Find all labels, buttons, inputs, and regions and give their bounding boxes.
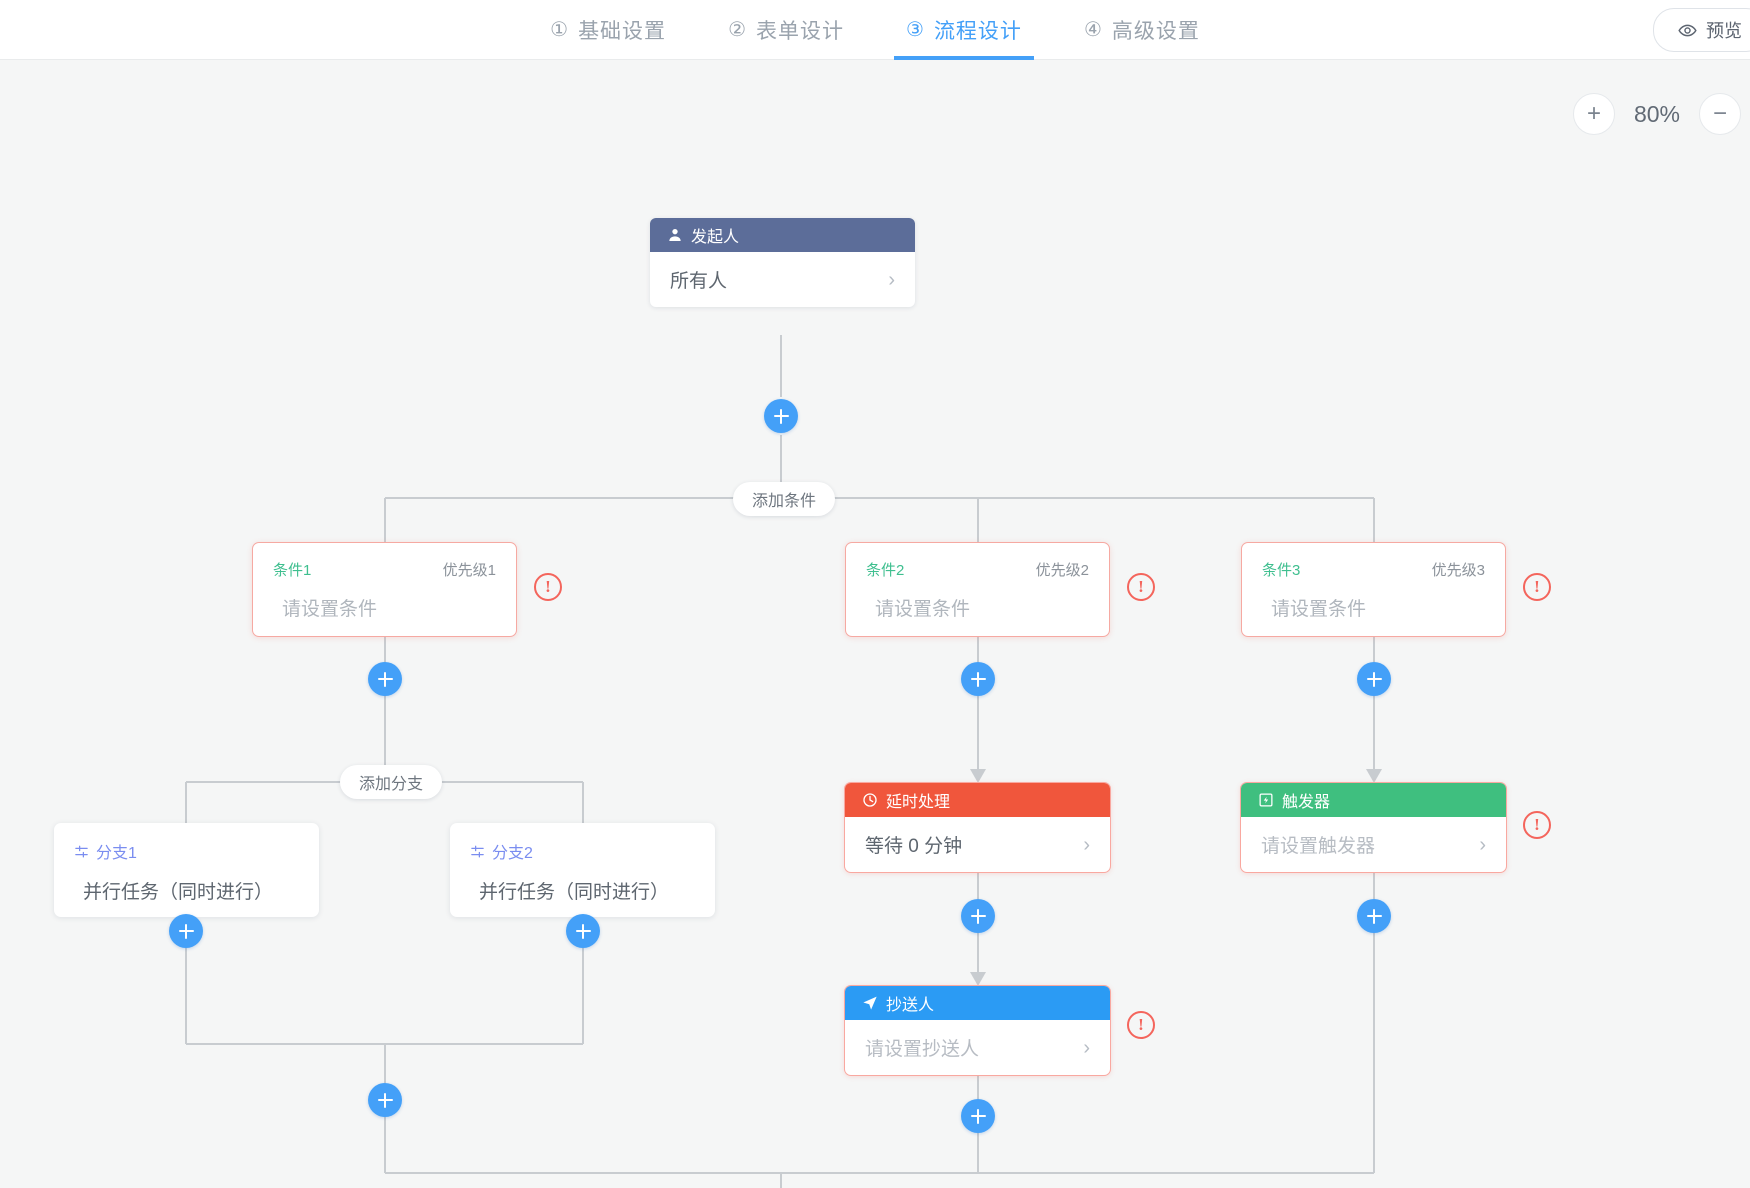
- branch-card-1[interactable]: 分支1 并行任务（同时进行）: [54, 823, 319, 917]
- trigger-icon: [1258, 792, 1274, 808]
- condition-card-2[interactable]: 条件2 优先级2 请设置条件: [845, 542, 1110, 637]
- initiator-node-body[interactable]: 所有人 ›: [650, 252, 915, 307]
- condition-card-3[interactable]: 条件3 优先级3 请设置条件: [1241, 542, 1506, 637]
- add-node-button-after-delay[interactable]: [961, 899, 995, 933]
- condition-1-error-badge[interactable]: !: [534, 573, 562, 601]
- cc-node-body[interactable]: 请设置抄送人 ›: [845, 1020, 1110, 1075]
- delay-node-body[interactable]: 等待 0 分钟 ›: [845, 817, 1110, 872]
- zoom-level: 80%: [1633, 100, 1681, 127]
- trigger-node-body[interactable]: 请设置触发器 ›: [1241, 817, 1506, 872]
- delay-node[interactable]: 延时处理 等待 0 分钟 ›: [845, 783, 1110, 872]
- chevron-right-icon: ›: [1083, 833, 1090, 856]
- initiator-node-title: 发起人: [691, 229, 740, 246]
- trigger-node[interactable]: 触发器 请设置触发器 ›: [1241, 783, 1506, 872]
- branch-icon: [74, 844, 89, 859]
- tab-label: 流程设计: [933, 19, 1022, 43]
- condition-label: 条件1: [273, 562, 312, 579]
- tab-number: ④: [1083, 19, 1103, 41]
- condition-card-3-head: 条件3 优先级3: [1262, 559, 1485, 580]
- tab-basic-settings[interactable]: ① 基础设置: [550, 0, 666, 60]
- add-node-button-condition-2[interactable]: [961, 662, 995, 696]
- header-actions: 预览 发布: [1653, 0, 1750, 60]
- trigger-node-title: 触发器: [1282, 794, 1331, 811]
- condition-text: 请设置条件: [1271, 599, 1367, 620]
- delay-node-header: 延时处理: [845, 783, 1110, 817]
- initiator-value: 所有人: [670, 271, 728, 292]
- preview-button[interactable]: 预览: [1653, 8, 1750, 52]
- tab-number: ③: [906, 19, 925, 41]
- branch-text: 并行任务（同时进行）: [479, 882, 670, 903]
- clock-icon: [862, 792, 878, 808]
- send-icon: [862, 995, 878, 1011]
- condition-text: 请设置条件: [282, 599, 378, 620]
- top-toolbar: ① 基础设置 ② 表单设计 ③ 流程设计 ④ 高级设置 预览: [0, 0, 1750, 60]
- preview-label: 预览: [1706, 21, 1742, 41]
- add-node-button-branch-2[interactable]: [566, 914, 600, 948]
- chevron-right-icon: ›: [888, 268, 895, 291]
- add-node-button-after-initiator[interactable]: [764, 399, 798, 433]
- step-tabs: ① 基础设置 ② 表单设计 ③ 流程设计 ④ 高级设置: [550, 0, 1200, 60]
- add-node-button-condition-1[interactable]: [368, 662, 402, 696]
- tab-form-design[interactable]: ② 表单设计: [728, 0, 844, 60]
- tab-advanced-settings[interactable]: ④ 高级设置: [1084, 0, 1200, 60]
- add-node-button-after-trigger[interactable]: [1357, 899, 1391, 933]
- tab-number: ①: [550, 19, 570, 41]
- add-node-button-after-cc[interactable]: [961, 1099, 995, 1133]
- add-node-button-branch-merge[interactable]: [368, 1083, 402, 1117]
- branch-text: 并行任务（同时进行）: [83, 882, 274, 903]
- branch-label: 分支2: [492, 845, 533, 862]
- condition-priority: 优先级3: [1431, 562, 1485, 579]
- tab-label: 表单设计: [756, 19, 844, 43]
- tab-process-design[interactable]: ③ 流程设计: [894, 0, 1034, 60]
- chevron-right-icon: ›: [1479, 833, 1486, 856]
- condition-priority: 优先级1: [442, 562, 496, 579]
- trigger-node-error-badge[interactable]: !: [1523, 811, 1551, 839]
- cc-node-error-badge[interactable]: !: [1127, 1011, 1155, 1039]
- zoom-toolbar: + 80% − 校验流程: [1573, 88, 1750, 140]
- initiator-node-header: 发起人: [650, 218, 915, 252]
- flow-canvas[interactable]: 发起人 所有人 › 添加条件 条件1 优先级1 请设置条件 ! 条件2 优先级2…: [0, 61, 1750, 1188]
- condition-text: 请设置条件: [875, 599, 971, 620]
- cc-node-title: 抄送人: [886, 997, 935, 1014]
- condition-priority: 优先级2: [1035, 562, 1089, 579]
- trigger-value: 请设置触发器: [1261, 836, 1376, 857]
- cc-value: 请设置抄送人: [865, 1039, 980, 1060]
- condition-2-error-badge[interactable]: !: [1127, 573, 1155, 601]
- add-condition-button[interactable]: 添加条件: [733, 482, 836, 516]
- branch-card-2-head: 分支2: [470, 839, 695, 863]
- eye-icon: [1678, 21, 1697, 40]
- user-icon: [667, 227, 683, 243]
- trigger-node-header: 触发器: [1241, 783, 1506, 817]
- add-node-button-branch-1[interactable]: [169, 914, 203, 948]
- condition-label: 条件2: [866, 562, 905, 579]
- condition-card-2-head: 条件2 优先级2: [866, 559, 1089, 580]
- branch-card-2[interactable]: 分支2 并行任务（同时进行）: [450, 823, 715, 917]
- condition-card-1[interactable]: 条件1 优先级1 请设置条件: [252, 542, 517, 637]
- zoom-in-button[interactable]: +: [1573, 93, 1615, 135]
- add-node-button-condition-3[interactable]: [1357, 662, 1391, 696]
- initiator-node[interactable]: 发起人 所有人 ›: [650, 218, 915, 307]
- tab-number: ②: [728, 19, 747, 41]
- chevron-right-icon: ›: [1083, 1036, 1090, 1059]
- zoom-out-button[interactable]: −: [1699, 93, 1741, 135]
- condition-3-error-badge[interactable]: !: [1523, 573, 1551, 601]
- condition-label: 条件3: [1262, 562, 1301, 579]
- tab-label: 高级设置: [1111, 19, 1200, 43]
- branch-label: 分支1: [96, 845, 137, 862]
- branch-card-1-head: 分支1: [74, 839, 299, 863]
- add-branch-button[interactable]: 添加分支: [340, 765, 443, 799]
- tab-label: 基础设置: [578, 19, 667, 43]
- delay-value: 等待 0 分钟: [865, 836, 963, 857]
- branch-icon: [470, 844, 485, 859]
- delay-node-title: 延时处理: [886, 794, 951, 811]
- cc-node[interactable]: 抄送人 请设置抄送人 ›: [845, 986, 1110, 1075]
- condition-card-1-head: 条件1 优先级1: [273, 559, 496, 580]
- cc-node-header: 抄送人: [845, 986, 1110, 1020]
